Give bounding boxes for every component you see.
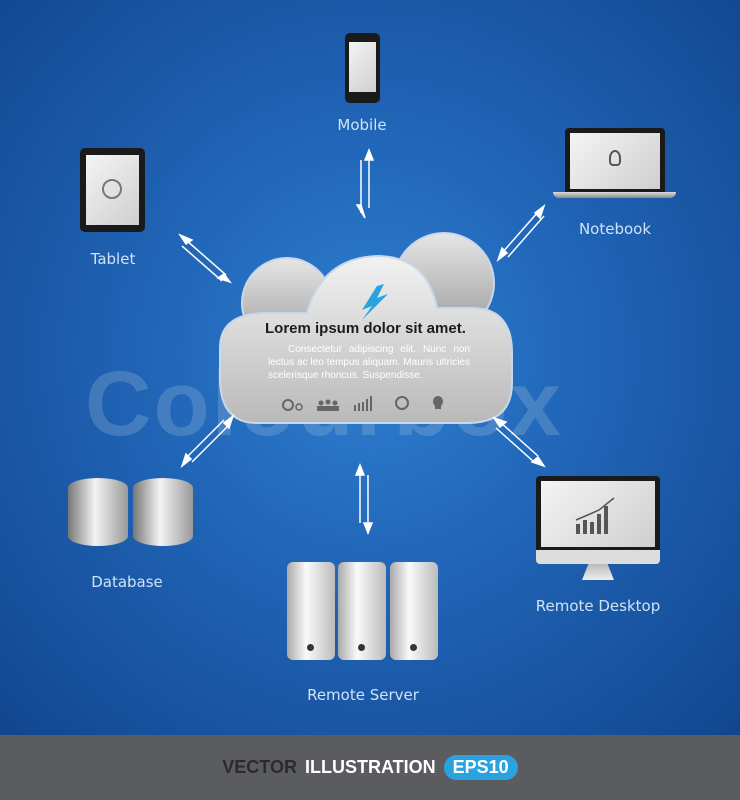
arrow-server <box>354 462 374 536</box>
lightbulb-icon <box>433 396 443 409</box>
cloud-title: Lorem ipsum dolor sit amet. <box>265 320 466 337</box>
cloud-icons <box>282 396 443 411</box>
server-icon <box>287 562 335 660</box>
server-icon <box>390 562 438 660</box>
lightning-icon <box>362 284 388 320</box>
label-remote-desktop: Remote Desktop <box>535 597 661 615</box>
arrow-database <box>180 413 235 469</box>
gears-icon <box>282 399 294 411</box>
database-icon <box>68 478 128 546</box>
server-icon <box>338 562 386 660</box>
notebook-device <box>565 128 665 192</box>
desktop-monitor <box>536 476 660 564</box>
cloud <box>219 232 513 424</box>
label-mobile: Mobile <box>337 116 387 134</box>
label-notebook: Notebook <box>578 220 652 238</box>
lightbulb-icon <box>609 150 621 166</box>
tablet-device <box>80 148 145 232</box>
bar-chart-icon <box>575 497 615 534</box>
people-icon <box>317 399 339 411</box>
mobile-device <box>345 33 380 103</box>
label-remote-server: Remote Server <box>307 686 419 704</box>
footer-banner: VECTOR ILLUSTRATION EPS10 <box>0 735 740 800</box>
arrow-mobile <box>355 147 375 219</box>
label-tablet: Tablet <box>90 250 136 268</box>
footer-eps-badge: EPS10 <box>443 755 518 780</box>
connection-arrows <box>178 147 546 536</box>
cloud-body: Consectetur adipiscing elit. Nunc non le… <box>268 344 470 381</box>
arrow-desktop <box>492 416 546 468</box>
diagram-canvas: Colourbox Lorem ipsum dolor sit amet. Co… <box>0 0 740 735</box>
arrow-tablet <box>178 233 233 284</box>
globe-cursor-icon <box>395 396 409 410</box>
globe-cursor-icon <box>102 179 122 199</box>
bar-chart-icon <box>354 396 372 411</box>
arrow-notebook <box>496 203 546 263</box>
footer-illustration: ILLUSTRATION <box>304 757 436 777</box>
footer-vector: VECTOR <box>222 757 297 777</box>
label-database: Database <box>91 573 163 591</box>
